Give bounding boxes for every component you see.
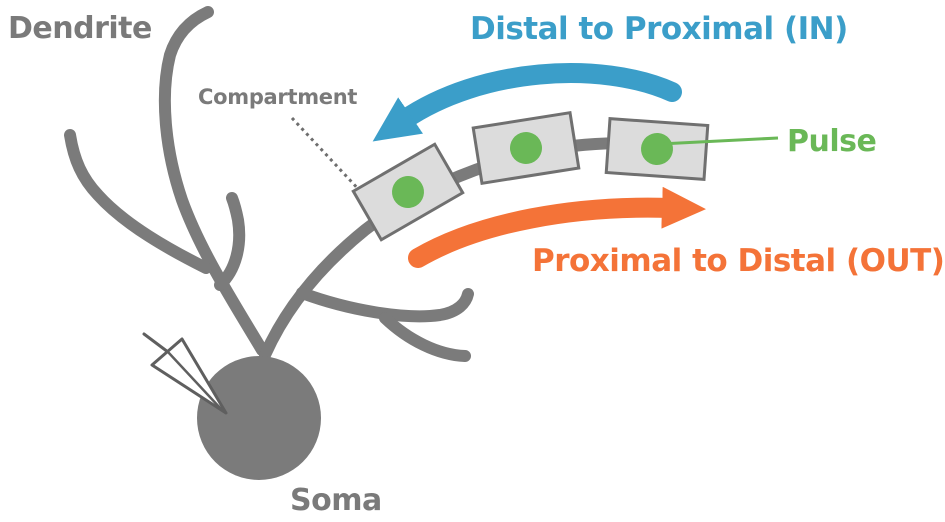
compartment-1 xyxy=(351,142,465,242)
arrow-proximal-to-distal xyxy=(408,186,706,268)
electrode-icon xyxy=(142,332,228,415)
soma-label: Soma xyxy=(290,483,382,518)
dendrite-branch-right-lower xyxy=(379,312,471,362)
compartment-pointer-line xyxy=(290,116,364,195)
dendrite-trunk-left xyxy=(158,6,268,356)
arrow-distal-to-proximal xyxy=(372,63,682,142)
compartment-label: Compartment xyxy=(198,85,358,109)
distal-to-proximal-label: Distal to Proximal (IN) xyxy=(470,11,848,47)
dendrite-branch-lower-left xyxy=(64,129,212,274)
soma-body xyxy=(197,356,321,480)
compartment-2 xyxy=(471,110,581,186)
dendrite-branch-small-left xyxy=(214,192,246,291)
dendrite-branch-right-upper xyxy=(296,287,474,323)
dendrite-label: Dendrite xyxy=(8,11,152,46)
pulse-label: Pulse xyxy=(787,124,877,159)
pulse-dot-icon xyxy=(641,133,673,165)
proximal-to-distal-label: Proximal to Distal (OUT) xyxy=(532,243,945,279)
pulse-pointer-line xyxy=(659,136,779,146)
pulse-dot-icon xyxy=(392,176,424,208)
compartment-3 xyxy=(604,117,710,181)
pulse-dot-icon xyxy=(510,132,542,164)
